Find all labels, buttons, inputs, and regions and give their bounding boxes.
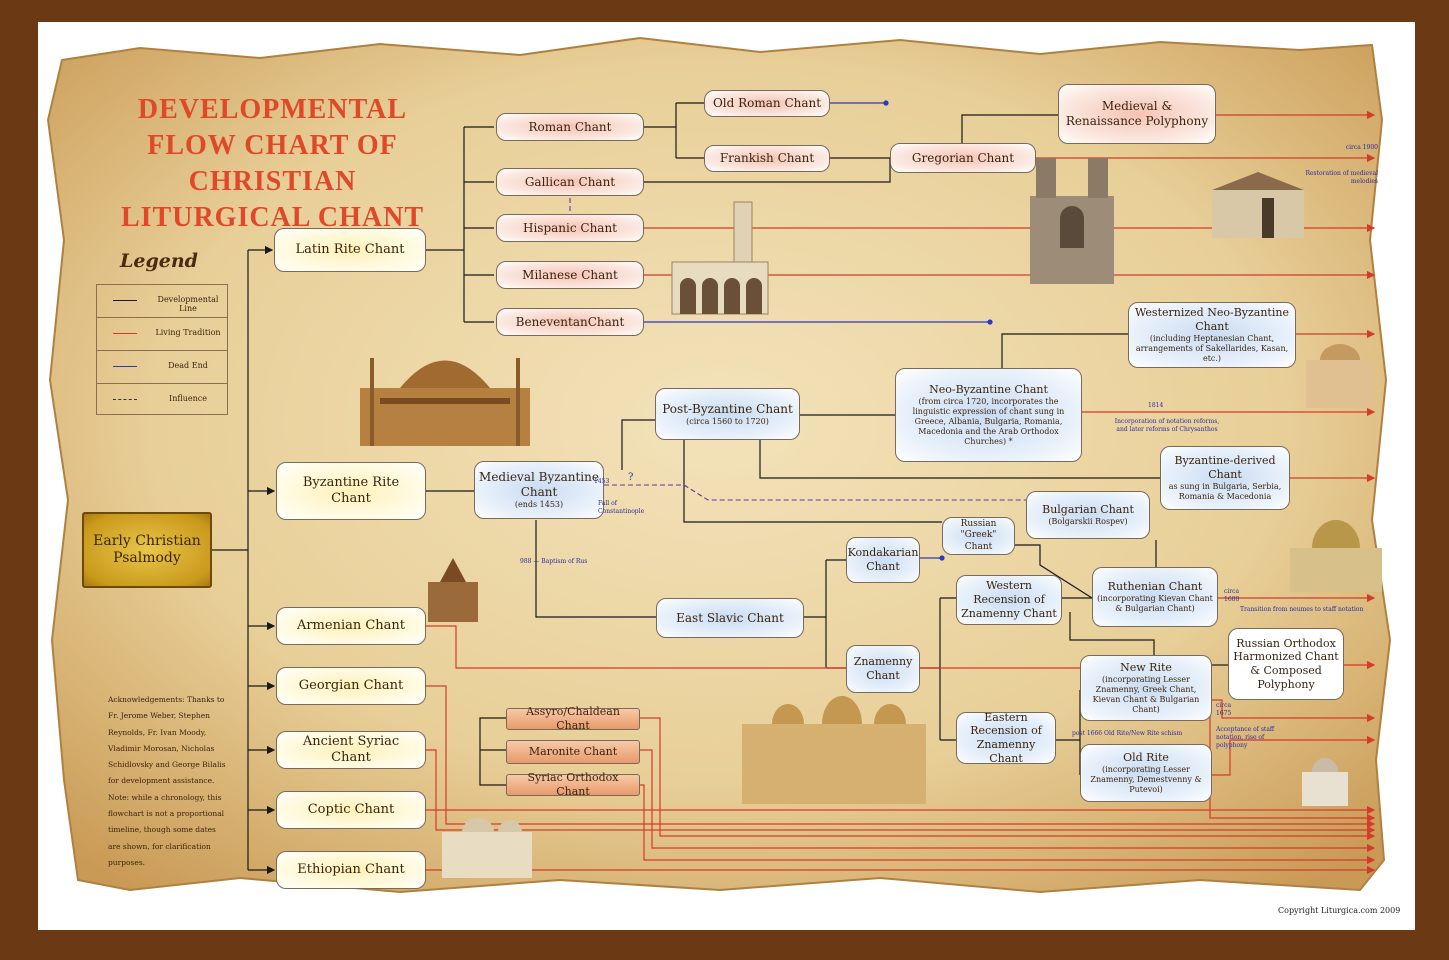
acknowledgements: Acknowledgements: Thanks to Fr. Jerome W… [108, 695, 226, 867]
legend-label: Dead End [168, 361, 208, 370]
node-byzantine-derived[interactable]: Byzantine-derived Chant as sung in Bulga… [1160, 446, 1290, 510]
note-notation-reform: Incorporation of notation reforms, and l… [1114, 418, 1220, 433]
node-early-christian-psalmody[interactable]: Early Christian Psalmody [82, 512, 212, 588]
node-subtitle: (ends 1453) [514, 500, 564, 509]
node-syriac-orthodox[interactable]: Syriac Orthodox Chant [506, 771, 640, 798]
note-transition: Transition from neumes to staff notation [1240, 606, 1364, 613]
church-illustration-2 [1306, 344, 1374, 408]
hagia-sophia-illustration [360, 358, 530, 446]
node-maronite[interactable]: Maronite Chant [506, 740, 640, 764]
node-post-byzantine[interactable]: Post-Byzantine Chant (circa 1560 to 1720… [655, 388, 800, 440]
legend-row-dead-end: Dead End [97, 351, 227, 384]
church-illustration-1 [1212, 172, 1304, 238]
node-title: New Rite [1120, 661, 1172, 675]
node-neo-byzantine[interactable]: Neo-Byzantine Chant (from circa 1720, in… [895, 368, 1082, 462]
note-schism: post 1666 Old Rite/New Rite schism [1072, 730, 1183, 737]
node-latin-rite[interactable]: Latin Rite Chant [274, 228, 426, 272]
node-westernized-neo-byzantine[interactable]: Westernized Neo-Byzantine Chant (includi… [1128, 302, 1296, 368]
node-frankish[interactable]: Frankish Chant [704, 145, 830, 172]
node-coptic[interactable]: Coptic Chant [276, 791, 426, 829]
node-znamenny[interactable]: Znamenny Chant [846, 645, 920, 693]
node-ruthenian[interactable]: Ruthenian Chant (incorporating Kievan Ch… [1092, 567, 1218, 627]
legend-label: Influence [169, 394, 207, 403]
node-byzantine-rite[interactable]: Byzantine Rite Chant [276, 462, 426, 520]
note-circa-1600: circa 1600 [1224, 588, 1240, 603]
armenian-church-illustration [428, 558, 478, 622]
node-subtitle: (from circa 1720, incorporates the lingu… [912, 396, 1065, 446]
note-circa-1900: circa 1900 [1345, 144, 1378, 151]
note-fall: Fall of Constantinople [598, 500, 645, 515]
influence-line-swatch [113, 399, 137, 400]
node-subtitle: as sung in Bulgaria, Serbia, Romania & M… [1168, 481, 1282, 501]
note-restoration: Restoration of medieval melodies [1305, 170, 1378, 185]
node-georgian[interactable]: Georgian Chant [276, 667, 426, 705]
node-subtitle: (circa 1560 to 1720) [686, 416, 769, 426]
node-beneventan[interactable]: BeneventanChant [496, 308, 644, 336]
developmental-line-swatch [113, 300, 137, 301]
node-subtitle: (including Heptanesian Chant, arrangemen… [1135, 333, 1289, 363]
coptic-church-illustration [442, 818, 532, 878]
note-baptism: 988 — Baptism of Rus [520, 558, 588, 565]
note-1814: 1814 [1148, 402, 1164, 409]
node-polyphony[interactable]: Medieval & Renaissance Polyphony [1058, 84, 1216, 144]
node-title: Ruthenian Chant [1107, 580, 1203, 594]
cathedral-illustration-2 [1290, 520, 1382, 592]
node-medieval-byzantine[interactable]: Medieval Byzantine Chant (ends 1453) [474, 461, 604, 519]
note-question: ? [628, 472, 634, 483]
node-title: Medieval Byzantine Chant [479, 470, 599, 499]
node-title: Post-Byzantine Chant [662, 401, 793, 416]
node-east-slavic[interactable]: East Slavic Chant [656, 598, 804, 638]
node-subtitle: (incorporating Lesser Znamenny, Greek Ch… [1092, 674, 1200, 714]
milan-basilica-illustration [671, 201, 769, 315]
legend: Developmental Line Living Tradition Dead… [96, 284, 228, 415]
node-russian-orthodox[interactable]: Russian Orthodox Harmonized Chant & Comp… [1228, 628, 1344, 700]
note-1453: 1453 [594, 478, 610, 485]
node-russian-greek[interactable]: Russian "Greek" Chant [942, 517, 1015, 555]
kiev-cathedral-illustration [742, 696, 926, 804]
node-title: Westernized Neo-Byzantine Chant [1135, 306, 1289, 333]
cathedral-illustration [1030, 158, 1114, 284]
node-title: Bulgarian Chant [1042, 503, 1134, 517]
node-ancient-syriac[interactable]: Ancient Syriac Chant [276, 731, 426, 769]
node-new-rite[interactable]: New Rite (incorporating Lesser Znamenny,… [1080, 655, 1212, 721]
node-subtitle: (Bolgarskii Rospev) [1048, 516, 1128, 526]
legend-title: Legend [120, 250, 198, 272]
node-hispanic[interactable]: Hispanic Chant [496, 214, 644, 242]
dead-end-line-swatch [113, 366, 137, 367]
page-title: DEVELOPMENTAL FLOW CHART OF CHRISTIAN LI… [120, 94, 425, 233]
note-circa-1675: circa 1675 [1216, 702, 1232, 717]
legend-label: Developmental Line [157, 295, 219, 313]
node-eastern-recension[interactable]: Eastern Recension of Znamenny Chant [956, 711, 1056, 765]
note-staff: Acceptance of staff notation, rise of po… [1216, 726, 1275, 749]
node-subtitle: (incorporating Kievan Chant & Bulgarian … [1097, 593, 1213, 613]
node-roman[interactable]: Roman Chant [496, 113, 644, 141]
node-milanese[interactable]: Milanese Chant [496, 261, 644, 289]
node-title: Old Rite [1123, 751, 1169, 765]
legend-label: Living Tradition [155, 328, 221, 337]
legend-row-developmental: Developmental Line [97, 285, 227, 318]
node-gallican[interactable]: Gallican Chant [496, 168, 644, 196]
node-old-rite[interactable]: Old Rite (incorporating Lesser Znamenny,… [1080, 744, 1212, 802]
small-chapel-illustration [1302, 758, 1348, 806]
node-gregorian[interactable]: Gregorian Chant [890, 143, 1036, 173]
living-line-swatch [113, 333, 137, 334]
node-western-recension[interactable]: Western Recension of Znamenny Chant [956, 575, 1062, 625]
copyright: Copyright Liturgica.com 2009 [1278, 906, 1401, 915]
node-old-roman[interactable]: Old Roman Chant [704, 90, 830, 117]
node-armenian[interactable]: Armenian Chant [276, 607, 426, 645]
node-kondakarian[interactable]: Kondakarian Chant [846, 537, 920, 583]
node-ethiopian[interactable]: Ethiopian Chant [276, 851, 426, 889]
trunk-line [212, 250, 249, 870]
node-subtitle: (incorporating Lesser Znamenny, Demestve… [1090, 764, 1202, 794]
node-assyro-chaldean[interactable]: Assyro/Chaldean Chant [506, 705, 640, 732]
node-bulgarian[interactable]: Bulgarian Chant (Bolgarskii Rospev) [1026, 491, 1150, 539]
node-title: Neo-Byzantine Chant [929, 383, 1048, 397]
legend-row-influence: Influence [97, 384, 227, 416]
node-title: Byzantine-derived Chant [1174, 454, 1276, 481]
legend-row-living: Living Tradition [97, 318, 227, 351]
